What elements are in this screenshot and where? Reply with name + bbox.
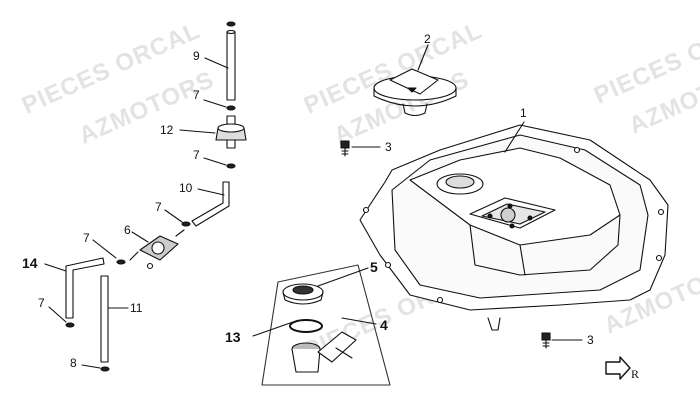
leader-line: [44, 263, 67, 272]
callout-7: 7: [193, 148, 200, 162]
drain-plug: [100, 366, 110, 372]
callout-11: 11: [130, 301, 143, 315]
drain-hose: [100, 275, 109, 363]
bolt: [340, 140, 350, 157]
leader-line: [341, 317, 377, 325]
callout-7: 7: [155, 200, 162, 214]
callout-7: 7: [83, 231, 90, 245]
fuel-cap: [373, 68, 457, 117]
callout-7: 7: [193, 88, 200, 102]
callout-14: 14: [22, 255, 38, 271]
leader-line: [81, 364, 101, 369]
leader-line: [48, 306, 67, 323]
fuel-cock: [129, 229, 185, 270]
leader-line: [179, 129, 216, 134]
hose-clip: [181, 221, 191, 227]
leader-line: [164, 209, 183, 223]
hose-clip: [226, 163, 236, 169]
fuel-tank: [359, 124, 669, 331]
callout-3-lower: 3: [587, 333, 594, 347]
leader-line: [203, 157, 227, 166]
o-ring: [289, 319, 323, 333]
pump-assembly-bracket: [261, 264, 391, 386]
leader-line: [417, 44, 429, 71]
leader-line: [204, 57, 229, 69]
callout-1: 1: [520, 106, 527, 120]
leader-line: [252, 321, 294, 337]
hose-clip: [116, 259, 126, 265]
leader-line: [504, 121, 525, 153]
callout-9: 9: [193, 49, 200, 63]
leader-line: [197, 188, 225, 196]
callout-7: 7: [38, 296, 45, 310]
hose-clip: [65, 322, 75, 328]
leader-line: [92, 239, 117, 259]
direction-arrow-icon: [605, 356, 631, 380]
pump-cover: [282, 283, 324, 305]
callout-10: 10: [179, 181, 193, 195]
breather-hose: [65, 257, 105, 319]
hose-clip: [226, 105, 236, 111]
callout-4: 4: [380, 317, 388, 333]
arrow-label: R: [631, 367, 640, 381]
callout-12: 12: [160, 123, 174, 137]
fuel-pump: [291, 331, 357, 373]
callout-2: 2: [424, 32, 431, 46]
callout-5: 5: [370, 259, 378, 275]
hose-clip: [226, 21, 236, 27]
vent-hose: [226, 29, 236, 101]
callout-13: 13: [225, 329, 241, 345]
callout-8: 8: [70, 356, 77, 370]
fuel-hose: [191, 181, 230, 227]
leader-line: [131, 231, 149, 243]
callout-6: 6: [124, 223, 131, 237]
leader-line: [317, 267, 369, 287]
callout-3-upper: 3: [385, 140, 392, 154]
bolt: [541, 332, 551, 349]
leader-line: [203, 99, 227, 108]
fuel-filter: [215, 115, 247, 149]
